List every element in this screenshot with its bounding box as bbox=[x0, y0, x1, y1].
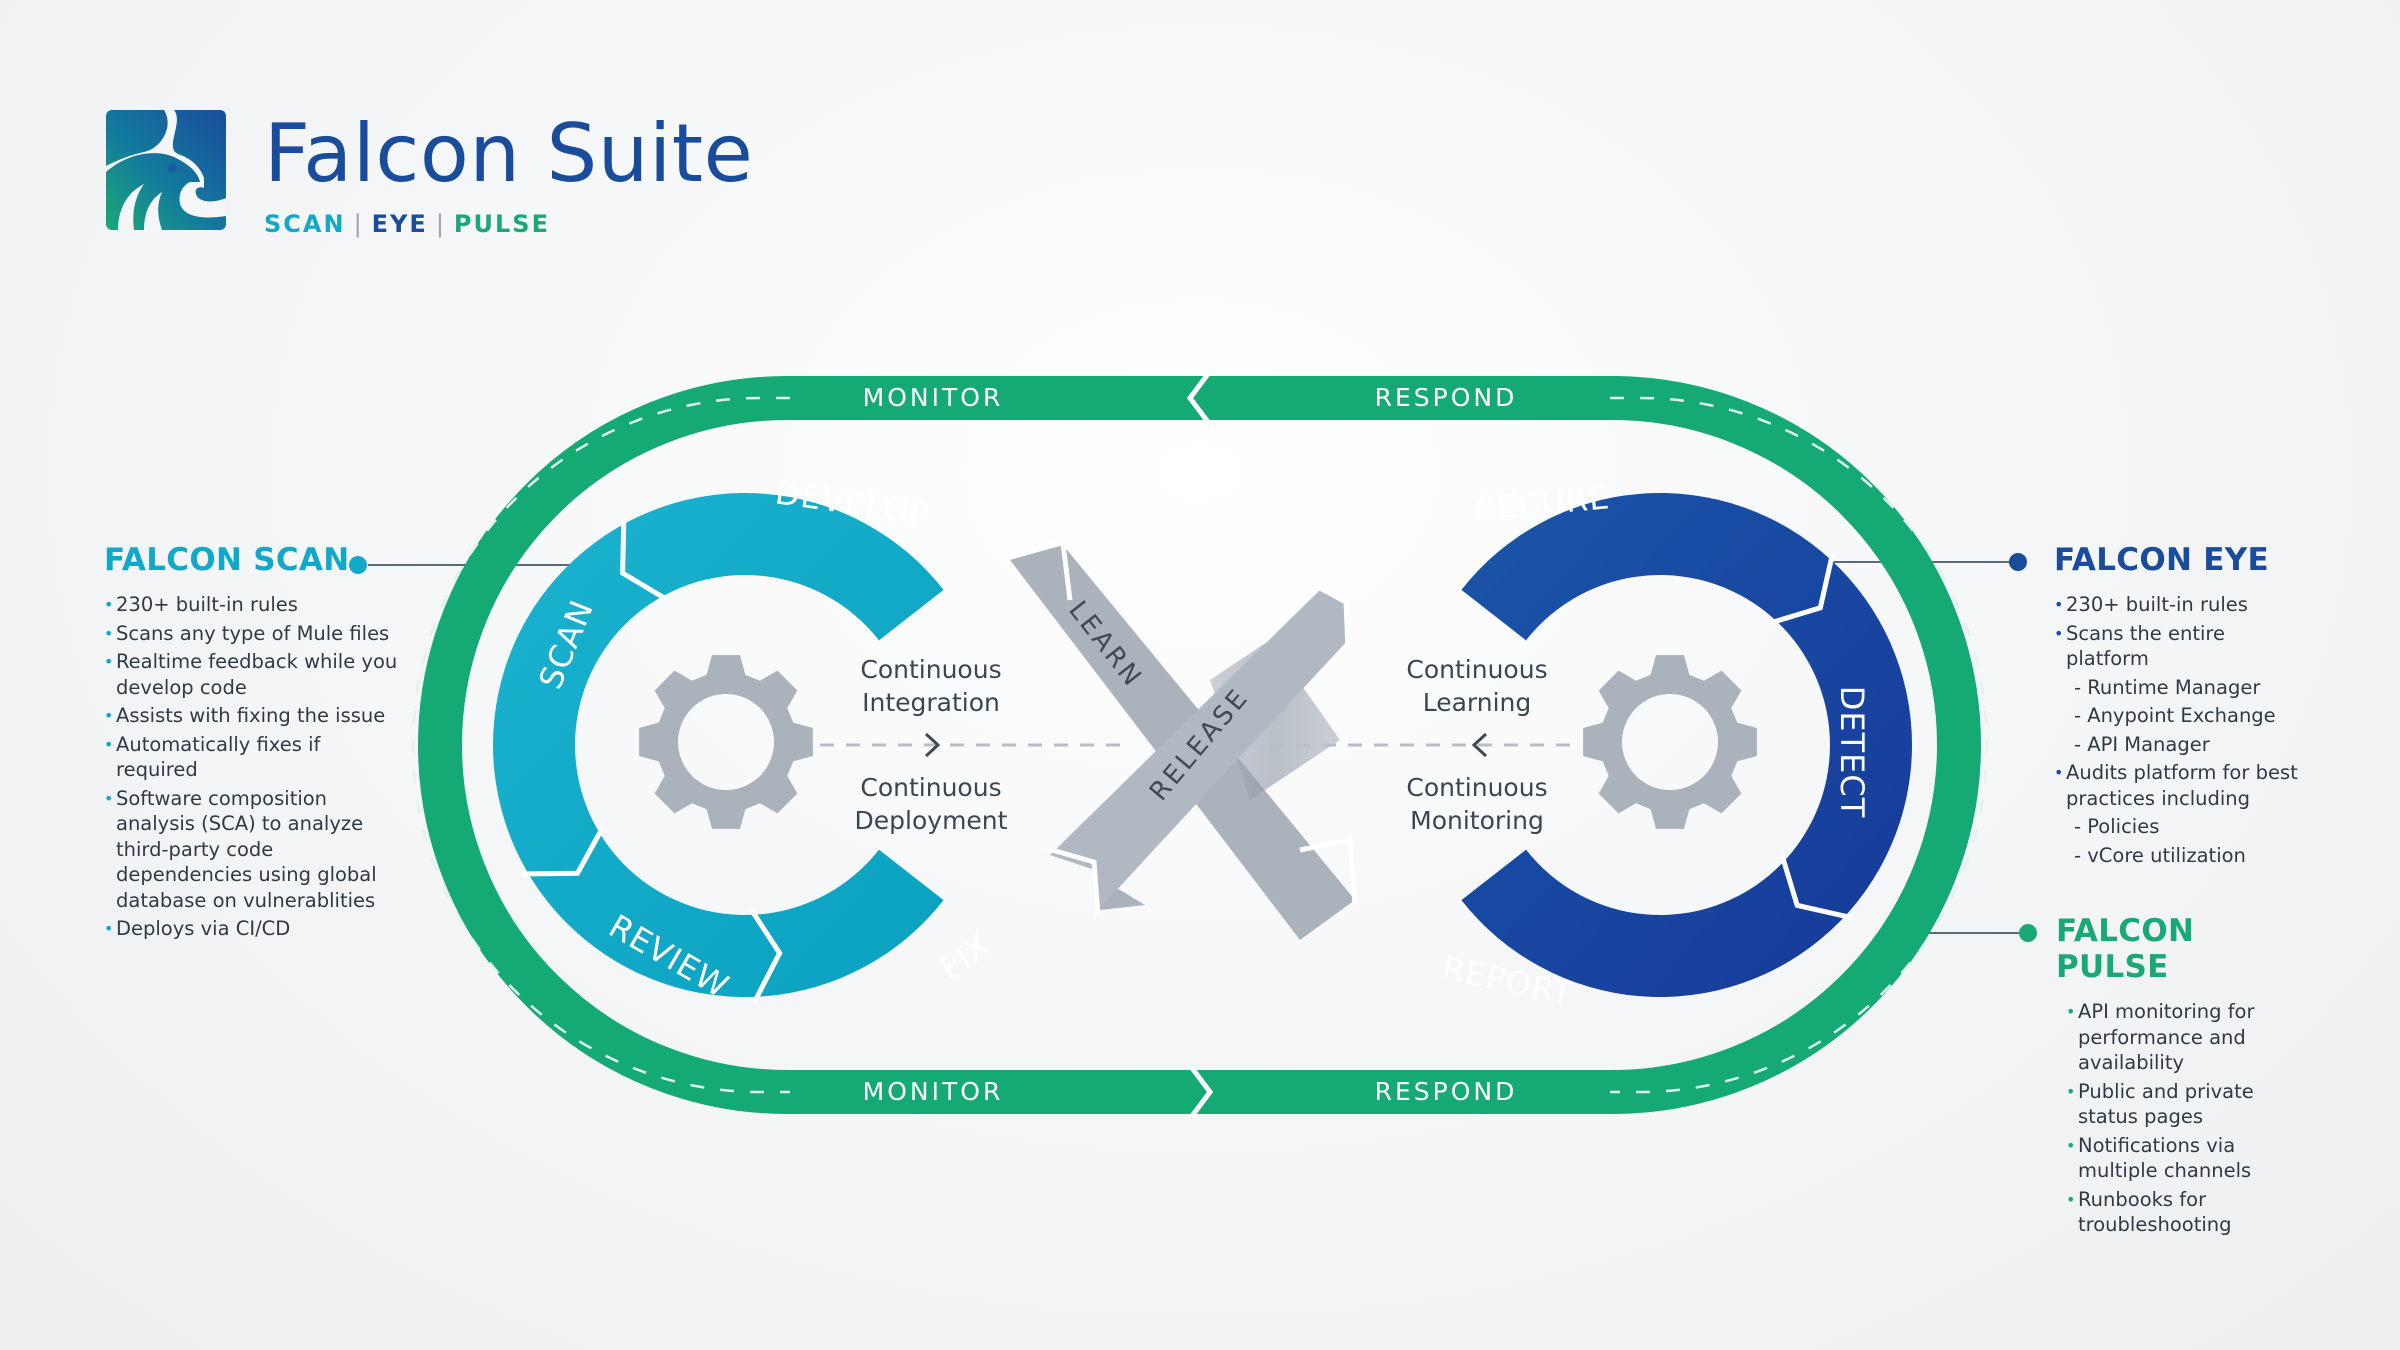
feature-item: Public and private status pages bbox=[2066, 1079, 2316, 1130]
cm-text-line1: Continuous bbox=[1406, 773, 1547, 802]
falcon-eye-title: FALCON EYE bbox=[2054, 542, 2270, 578]
learn-tip-icon bbox=[1007, 539, 1073, 601]
cm-text-line2: Monitoring bbox=[1410, 806, 1544, 835]
falcon-eye-features: 230+ built-in rulesScans the entire plat… bbox=[2054, 592, 2314, 868]
falcon-eye-panel: FALCON EYE 230+ built-in rulesScans the … bbox=[2054, 542, 2314, 871]
falcon-scan-panel: FALCON SCAN 230+ built-in rulesScans any… bbox=[104, 542, 404, 945]
pulse-connector-dot bbox=[2019, 924, 2037, 942]
track-dash-right bbox=[1610, 396, 1989, 1094]
brand-sub-separator: | bbox=[353, 210, 364, 238]
falcon-pulse-title: FALCON PULSE bbox=[2056, 913, 2195, 985]
feature-sub-item: - Policies bbox=[2074, 815, 2160, 838]
brand-sub-separator: | bbox=[435, 210, 446, 238]
chevron-review-fix-icon bbox=[748, 907, 783, 1004]
falcon-logo-icon bbox=[106, 110, 226, 230]
feature-item: API monitoring for performance and avail… bbox=[2066, 999, 2316, 1076]
right-gear-icon bbox=[1583, 655, 1757, 829]
learn-tail-icon bbox=[1299, 836, 1358, 906]
feature-item: Scans any type of Mule files bbox=[104, 621, 404, 647]
loop-centers: ContinuousIntegrationContinuousDeploymen… bbox=[639, 655, 1757, 835]
release-tail-icon bbox=[1044, 845, 1101, 916]
feature-item: 230+ built-in rules bbox=[2054, 592, 2314, 618]
release-tip-icon bbox=[1318, 585, 1351, 651]
outer-track bbox=[411, 372, 1989, 1118]
falcon-pulse-panel: FALCON PULSE API monitoring for performa… bbox=[2056, 913, 2316, 1241]
gear-shape bbox=[1583, 655, 1757, 829]
feature-item: Automatically fixes if required bbox=[104, 732, 404, 783]
brand-sub-pulse: PULSE bbox=[453, 210, 550, 238]
feature-item: Software composition analysis (SCA) to a… bbox=[104, 786, 404, 914]
left-loop-ring bbox=[493, 493, 944, 998]
chevron-secure-detect-icon bbox=[1769, 552, 1836, 626]
chevron-scan-review-icon bbox=[521, 825, 606, 877]
track-label-monitor-top: MONITOR bbox=[863, 383, 1004, 412]
arrow-left-icon bbox=[1471, 732, 1488, 758]
track-label-monitor-bottom: MONITOR bbox=[863, 1077, 1004, 1106]
cl-text-line2: Learning bbox=[1423, 688, 1532, 717]
center-cross bbox=[1007, 539, 1358, 940]
feature-item: Audits platform for best practices inclu… bbox=[2054, 760, 2314, 811]
brand-subtitle: SCAN|EYE|PULSE bbox=[264, 210, 753, 238]
scan-connector-dot bbox=[349, 556, 367, 574]
brand-title: Falcon Suite bbox=[264, 107, 754, 200]
right-loop-ring bbox=[1461, 493, 1913, 998]
track-chevron-right-icon bbox=[1190, 1066, 1214, 1118]
stage-detect: DETECT bbox=[1833, 686, 1871, 819]
feature-item: Runbooks for troubleshooting bbox=[2066, 1187, 2316, 1238]
ci-text-line1: Continuous bbox=[860, 655, 1001, 684]
cd-text-line2: Deployment bbox=[855, 806, 1008, 835]
arrow-right-icon bbox=[924, 732, 941, 758]
eye-connector-dot bbox=[2009, 553, 2027, 571]
track-label-respond-bottom: RESPOND bbox=[1375, 1077, 1518, 1106]
left-gear-icon bbox=[639, 655, 813, 829]
cd-text-line1: Continuous bbox=[860, 773, 1001, 802]
track-dash-left bbox=[411, 396, 790, 1094]
track-chevron-left-icon bbox=[1186, 372, 1210, 424]
track-label-respond-top: RESPOND bbox=[1375, 383, 1518, 412]
feature-item: Deploys via CI/CD bbox=[104, 916, 404, 942]
chevron-develop-scan-icon bbox=[620, 517, 670, 603]
feature-sub-item: - Anypoint Exchange bbox=[2074, 704, 2276, 727]
feature-sub-item: - Runtime Manager bbox=[2074, 675, 2261, 699]
release-band bbox=[1050, 590, 1348, 908]
falcon-scan-title: FALCON SCAN bbox=[104, 542, 350, 578]
chevron-detect-report-icon bbox=[1779, 854, 1853, 921]
gear-shape bbox=[639, 655, 813, 829]
ci-text-line2: Integration bbox=[862, 688, 1000, 717]
feature-item: Notifications via multiple channels bbox=[2066, 1133, 2316, 1184]
feature-sub-item: - vCore utilization bbox=[2074, 843, 2246, 867]
brand-logo: Falcon Suite SCAN|EYE|PULSE bbox=[104, 108, 753, 238]
stage-fix: FIX bbox=[932, 926, 997, 987]
feature-item: Scans the entire platform bbox=[2054, 621, 2314, 672]
infinity-loops bbox=[493, 493, 1913, 1004]
feature-item: Assists with fixing the issue bbox=[104, 703, 404, 729]
brand-sub-eye: EYE bbox=[371, 210, 428, 238]
falcon-pulse-features: API monitoring for performance and avail… bbox=[2066, 999, 2316, 1238]
feature-item: 230+ built-in rules bbox=[104, 592, 404, 618]
falcon-scan-features: 230+ built-in rulesScans any type of Mul… bbox=[104, 592, 404, 942]
cl-text-line1: Continuous bbox=[1406, 655, 1547, 684]
feature-sub-item: - API Manager bbox=[2074, 732, 2210, 756]
brand-sub-scan: SCAN bbox=[264, 210, 346, 238]
feature-item: Realtime feedback while you develop code bbox=[104, 649, 404, 700]
